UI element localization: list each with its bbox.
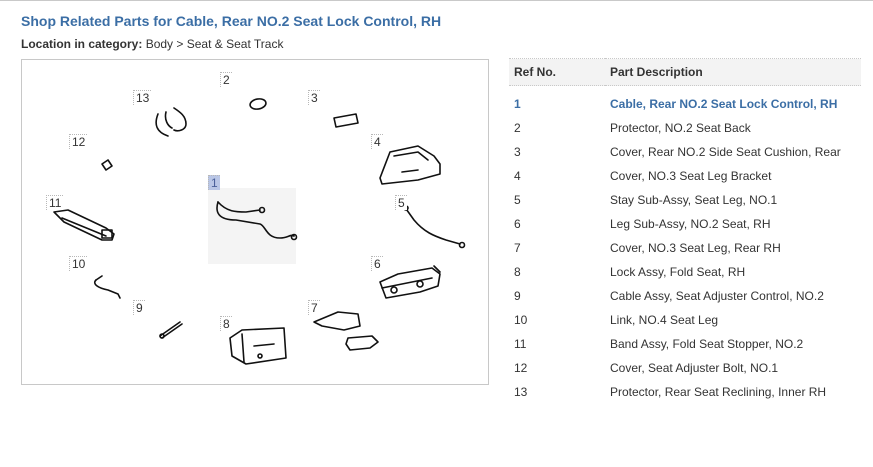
- callout-11[interactable]: 11: [46, 195, 64, 210]
- ref-no-cell: 1: [514, 97, 521, 111]
- part-description-cell[interactable]: Cover, NO.3 Seat Leg, Rear RH: [610, 241, 781, 255]
- ref-no-cell: 2: [514, 121, 521, 135]
- ref-no-cell: 7: [514, 241, 521, 255]
- callout-10[interactable]: 10: [69, 256, 88, 271]
- table-row[interactable]: 13 Protector, Rear Seat Reclining, Inner…: [509, 380, 861, 404]
- ref-no-cell: 3: [514, 145, 521, 159]
- callout-1[interactable]: 1: [208, 175, 220, 190]
- part-7-cover[interactable]: [313, 311, 379, 351]
- ref-no-cell: 11: [514, 337, 527, 351]
- part-13-protector[interactable]: [155, 107, 187, 137]
- parts-diagram-drawing: [53, 98, 466, 365]
- table-row[interactable]: 11 Band Assy, Fold Seat Stopper, NO.2: [509, 332, 861, 356]
- callout-6[interactable]: 6: [371, 256, 383, 271]
- callout-8[interactable]: 8: [220, 316, 232, 331]
- location-breadcrumb: Location in category: Body > Seat & Seat…: [21, 37, 283, 51]
- parts-diagram: 1 2 3 4 5 6 7 8 9 10 11 12 13: [21, 59, 489, 385]
- ref-no-header: Ref No.: [509, 58, 605, 86]
- page-title: Shop Related Parts for Cable, Rear NO.2 …: [21, 13, 442, 29]
- part-description-cell[interactable]: Cover, NO.3 Seat Leg Bracket: [610, 169, 772, 183]
- callout-4[interactable]: 4: [371, 134, 383, 149]
- part-description-header: Part Description: [605, 58, 861, 86]
- ref-no-cell: 5: [514, 193, 521, 207]
- table-row[interactable]: 3 Cover, Rear NO.2 Side Seat Cushion, Re…: [509, 140, 861, 164]
- part-description-cell[interactable]: Stay Sub-Assy, Seat Leg, NO.1: [610, 193, 778, 207]
- callout-5[interactable]: 5: [395, 195, 407, 210]
- part-description-cell[interactable]: Cable Assy, Seat Adjuster Control, NO.2: [610, 289, 824, 303]
- ref-no-cell: 6: [514, 217, 521, 231]
- table-row[interactable]: 6 Leg Sub-Assy, NO.2 Seat, RH: [509, 212, 861, 236]
- ref-no-cell: 4: [514, 169, 521, 183]
- part-6-leg[interactable]: [379, 265, 441, 299]
- top-divider: [0, 0, 873, 1]
- ref-no-cell: 13: [514, 385, 528, 399]
- parts-table-header: Ref No. Part Description: [509, 58, 861, 86]
- parts-table: Ref No. Part Description 1 Cable, Rear N…: [509, 58, 861, 404]
- part-description-cell[interactable]: Protector, NO.2 Seat Back: [610, 121, 751, 135]
- callout-13[interactable]: 13: [133, 90, 152, 105]
- part-10-link[interactable]: [93, 275, 121, 299]
- part-8-lock[interactable]: [229, 327, 287, 365]
- part-3-cover[interactable]: [333, 113, 359, 128]
- part-description-cell[interactable]: Protector, Rear Seat Reclining, Inner RH: [610, 385, 827, 399]
- ref-no-cell: 10: [514, 313, 528, 327]
- location-label: Location in category:: [21, 37, 143, 51]
- part-description-cell[interactable]: Lock Assy, Fold Seat, RH: [610, 265, 746, 279]
- callout-2[interactable]: 2: [220, 72, 232, 87]
- part-description-cell[interactable]: Band Assy, Fold Seat Stopper, NO.2: [610, 337, 804, 351]
- callout-3[interactable]: 3: [308, 90, 320, 105]
- table-row[interactable]: 12 Cover, Seat Adjuster Bolt, NO.1: [509, 356, 861, 380]
- part-5-stay[interactable]: [403, 205, 466, 249]
- location-path: Body > Seat & Seat Track: [145, 37, 284, 51]
- callout-9[interactable]: 9: [133, 300, 145, 315]
- ref-no-cell: 9: [514, 289, 521, 303]
- part-1-cable[interactable]: [216, 201, 298, 241]
- table-row[interactable]: 4 Cover, NO.3 Seat Leg Bracket: [509, 164, 861, 188]
- table-row[interactable]: 2 Protector, NO.2 Seat Back: [509, 116, 861, 140]
- table-row[interactable]: 9 Cable Assy, Seat Adjuster Control, NO.…: [509, 284, 861, 308]
- table-row[interactable]: 10 Link, NO.4 Seat Leg: [509, 308, 861, 332]
- ref-no-cell: 12: [514, 361, 528, 375]
- table-row[interactable]: 5 Stay Sub-Assy, Seat Leg, NO.1: [509, 188, 861, 212]
- part-12-cover[interactable]: [101, 159, 113, 171]
- ref-no-cell: 8: [514, 265, 521, 279]
- part-2-protector[interactable]: [249, 98, 267, 111]
- table-row[interactable]: 1 Cable, Rear NO.2 Seat Lock Control, RH: [509, 86, 861, 117]
- callout-12[interactable]: 12: [69, 134, 88, 149]
- part-11-band[interactable]: [53, 209, 115, 241]
- part-description-cell[interactable]: Cover, Rear NO.2 Side Seat Cushion, Rear: [610, 145, 841, 159]
- part-4-cover[interactable]: [379, 145, 441, 185]
- table-row[interactable]: 8 Lock Assy, Fold Seat, RH: [509, 260, 861, 284]
- part-description-cell[interactable]: Link, NO.4 Seat Leg: [610, 313, 719, 327]
- table-row[interactable]: 7 Cover, NO.3 Seat Leg, Rear RH: [509, 236, 861, 260]
- part-9-cable[interactable]: [159, 321, 183, 339]
- part-description-cell[interactable]: Leg Sub-Assy, NO.2 Seat, RH: [610, 217, 771, 231]
- part-description-cell[interactable]: Cover, Seat Adjuster Bolt, NO.1: [610, 361, 779, 375]
- part-description-cell[interactable]: Cable, Rear NO.2 Seat Lock Control, RH: [610, 97, 838, 111]
- callout-7[interactable]: 7: [308, 300, 320, 315]
